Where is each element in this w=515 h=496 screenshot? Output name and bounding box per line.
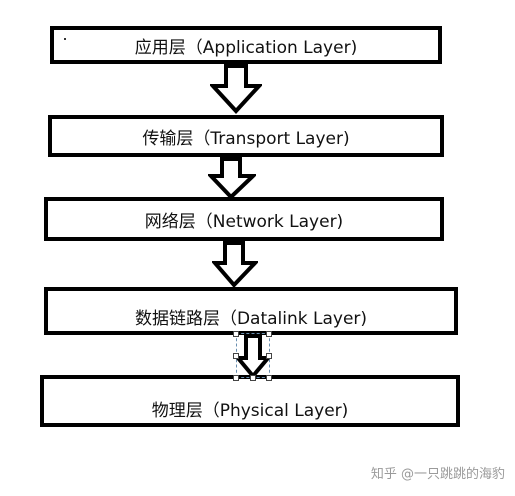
layer-datalink-label: 数据链路层（Datalink Layer) — [134, 308, 368, 329]
layer-physical-box: 物理层（Physical Layer) — [40, 375, 460, 427]
layer-transport-box: 传输层（Transport Layer) — [48, 115, 444, 157]
selection-handle-middle-right[interactable] — [266, 353, 272, 359]
arrow-network-to-datalink — [212, 241, 258, 287]
selection-handle-top-right[interactable] — [266, 331, 272, 337]
layer-network-label: 网络层（Network Layer) — [144, 211, 344, 232]
layer-datalink-box: 数据链路层（Datalink Layer) — [44, 287, 458, 335]
selection-handle-bottom-center[interactable] — [250, 375, 256, 381]
arrow-application-to-transport — [210, 64, 262, 114]
selection-handle-top-left[interactable] — [233, 331, 239, 337]
watermark: 知乎 @一只跳跳的海豹 — [370, 467, 505, 482]
selection-handle-bottom-left[interactable] — [233, 375, 239, 381]
layer-physical-label: 物理层（Physical Layer) — [151, 400, 349, 421]
selection-handle-middle-left[interactable] — [233, 353, 239, 359]
layer-transport-label: 传输层（Transport Layer) — [142, 128, 350, 149]
layer-application-label: 应用层（Application Layer) — [134, 37, 358, 58]
selection-handle-bottom-right[interactable] — [266, 375, 272, 381]
layer-network-box: 网络层（Network Layer) — [44, 197, 444, 241]
stray-mark — [64, 38, 66, 40]
layer-application-box: 应用层（Application Layer) — [50, 26, 442, 64]
arrow-datalink-to-physical[interactable] — [236, 334, 270, 378]
arrow-transport-to-network — [208, 157, 256, 199]
